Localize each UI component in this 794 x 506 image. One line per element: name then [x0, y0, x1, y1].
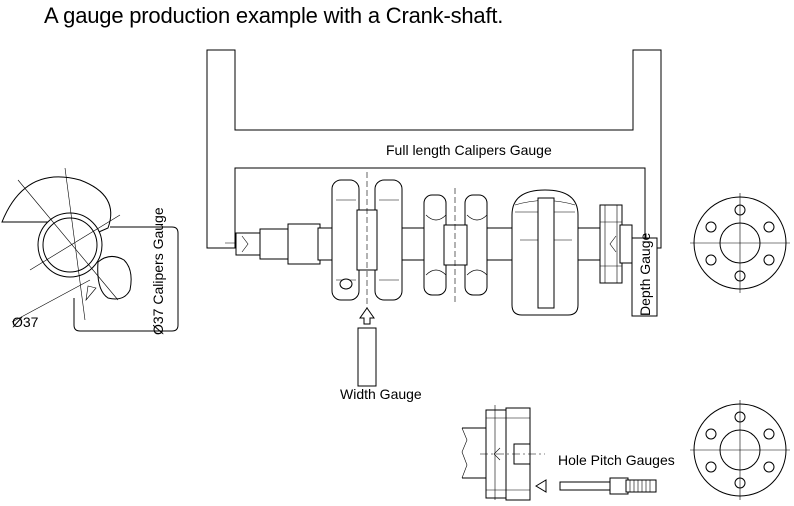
- depth-gauge-label: Depth Gauge: [637, 233, 653, 316]
- full-length-calipers-gauge: [206, 49, 662, 249]
- hole-pitch-flange-section: [461, 405, 545, 501]
- page-title: A gauge production example with a Crank-…: [44, 3, 504, 28]
- full-length-calipers-label: Full length Calipers Gauge: [386, 142, 552, 158]
- hole-pitch-gauges-label: Hole Pitch Gauges: [558, 452, 675, 468]
- width-gauge: [357, 307, 377, 387]
- diameter-37-label: Ø37: [12, 314, 39, 330]
- flange-end-view-top: [690, 193, 790, 293]
- width-gauge-label: Width Gauge: [340, 386, 422, 402]
- depth-gauge: [631, 237, 658, 317]
- flange-end-view-bottom: [690, 400, 790, 500]
- calipers-37-label: Ø37 Calipers Gauge: [150, 207, 166, 335]
- calipers-37-gauge: [1, 167, 179, 332]
- crankshaft-side-view: [225, 172, 648, 316]
- hole-pitch-pin-gauge: [535, 477, 657, 495]
